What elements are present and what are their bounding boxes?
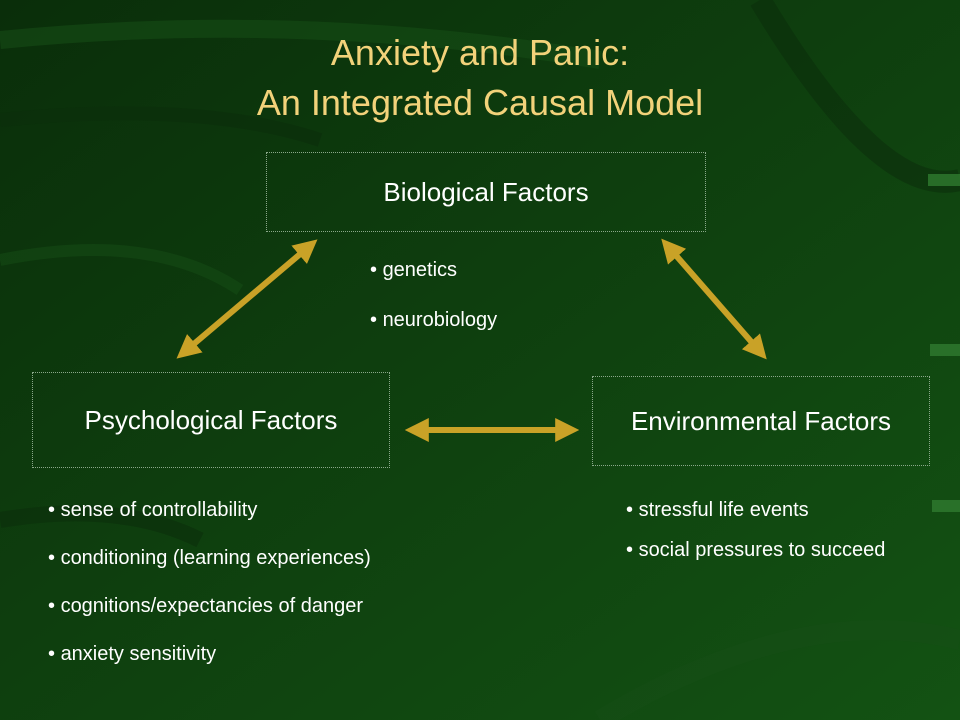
environmental-factors-label: Environmental Factors xyxy=(630,405,892,436)
psychological-factors-box: Psychological Factors xyxy=(32,372,390,468)
list-item: genetics xyxy=(370,258,497,282)
psychological-factors-list: sense of controllability conditioning (l… xyxy=(48,498,371,690)
list-item: stressful life events xyxy=(626,498,896,522)
biological-factors-list: genetics neurobiology xyxy=(370,258,498,358)
psychological-factors-label: Psychological Factors xyxy=(84,404,338,435)
list-item: social pressures to succeed xyxy=(626,538,896,562)
environmental-factors-list: stressful life events social pressures t… xyxy=(626,498,896,578)
list-item: anxiety sensitivity xyxy=(48,642,371,666)
biological-factors-label: Biological Factors xyxy=(383,176,589,207)
list-item: neurobiology xyxy=(370,308,498,332)
slide-title-line-2: An Integrated Causal Model xyxy=(256,82,704,123)
environmental-factors-box: Environmental Factors xyxy=(592,376,930,466)
list-item: conditioning (learning experiences) xyxy=(48,546,371,570)
biological-factors-box: Biological Factors xyxy=(266,152,706,232)
list-item: sense of controllability xyxy=(48,498,371,522)
list-item: cognitions/expectancies of danger xyxy=(48,594,371,618)
slide-title-line-1: Anxiety and Panic: xyxy=(330,32,630,73)
